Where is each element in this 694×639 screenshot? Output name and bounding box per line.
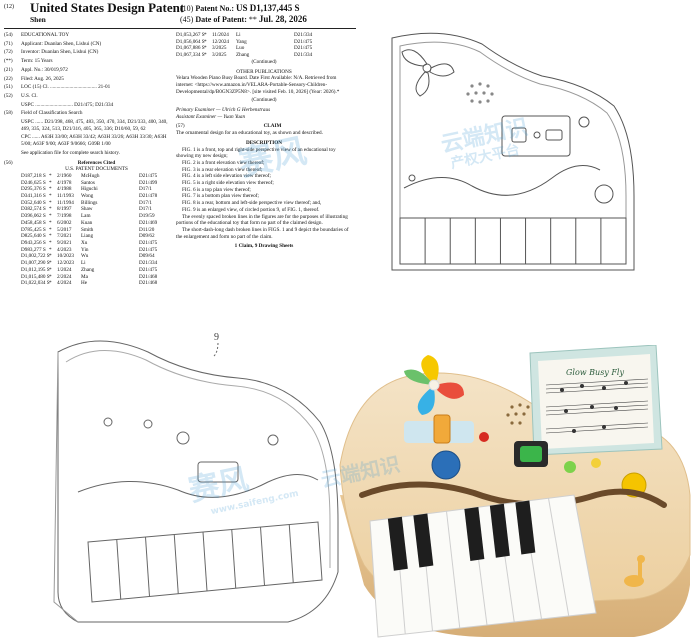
biblio-field: CPC ...... A63H 33/00; A63H 33/42; A63H … xyxy=(21,134,167,148)
description-item: FIG. 9 is an enlarged view, of circled p… xyxy=(182,206,320,213)
other-publications-heading: OTHER PUBLICATIONS xyxy=(236,68,292,75)
patent-front-page: (12) United States Design Patent Shen (1… xyxy=(0,0,360,305)
speaker-grille xyxy=(506,403,530,425)
refs-cited-section: (56) References Cited U.S. PATENT DOCUME… xyxy=(4,159,128,173)
description-item: FIG. 4 is a left side elevation view the… xyxy=(182,173,271,180)
green-button[interactable] xyxy=(520,446,542,462)
patent-title: United States Design Patent xyxy=(30,0,185,15)
black-key[interactable] xyxy=(387,516,408,571)
other-publications-text: Velara Wooden Piano Busy Board. Date Fir… xyxy=(176,75,340,95)
description-item: FIG. 7 is a bottom plan view thereof; xyxy=(182,193,259,200)
rear-perspective-drawing: 9 xyxy=(53,332,339,623)
figure-label: 9 xyxy=(214,332,219,343)
claim-heading: CLAIM xyxy=(263,123,282,130)
primary-examiner: Primary Examiner — Ulrich G Herbenstraus xyxy=(176,107,271,114)
biblio-field: (51)LOC (15) Cl. .......................… xyxy=(4,84,111,91)
product-photo: Glow Busy Fly xyxy=(339,345,691,638)
assistant-examiner: Assistant Examiner — Yuan Yuan xyxy=(176,113,246,120)
black-key[interactable] xyxy=(489,503,510,558)
header-rule xyxy=(4,28,356,29)
red-led-icon xyxy=(479,432,489,442)
description-item: FIG. 5 is a right side elevation view th… xyxy=(182,180,274,187)
biblio-field: (71)Applicant: Duanlan Shen, Lishui (CN) xyxy=(4,40,102,47)
description-item: FIG. 3 is a rear elevation view thereof; xyxy=(182,166,263,173)
patent-date: Jul. 28, 2026 xyxy=(258,14,307,24)
description-item: FIG. 1 is a front, top and right-side pe… xyxy=(176,146,336,160)
claims-count: 1 Claim, 9 Drawing Sheets xyxy=(234,243,294,250)
description-item: FIG. 2 is a front elevation view thereof… xyxy=(182,159,265,166)
biblio-field: (72)Inventor: Duanlan Shen, Lishui (CN) xyxy=(4,49,99,56)
biblio-field: (52)U.S. Cl. xyxy=(4,92,38,99)
patent-number: US D1,137,445 S xyxy=(235,3,300,13)
black-key[interactable] xyxy=(413,513,434,568)
slider-knob[interactable] xyxy=(433,414,451,444)
biblio-field: (22)Filed: Aug. 26, 2025 xyxy=(4,75,64,82)
sheet-title: Glow Busy Fly xyxy=(566,368,624,377)
piano-keyboard[interactable] xyxy=(369,494,597,638)
music-sheet-stand: Glow Busy Fly xyxy=(529,345,663,456)
biblio-field: (**)Term: 15 Years xyxy=(4,58,53,65)
description-item: The short-dash-long dash broken lines in… xyxy=(176,226,349,240)
propeller-icon[interactable] xyxy=(404,355,464,415)
description-item: The evenly spaced broken lines in the fi… xyxy=(176,213,348,227)
biblio-field: USPC ...... D21/398, 468, 475, 483, 350,… xyxy=(21,119,168,132)
description-item: FIG. 6 is a top plan view thereof; xyxy=(182,186,251,193)
biblio-field: USPC ............................. D21/4… xyxy=(21,101,114,108)
biblio-field: See application file for complete search… xyxy=(21,149,120,156)
green-led-icon xyxy=(564,461,576,473)
inventor-surname: Shen xyxy=(30,15,46,24)
doc-kind-code: (12) xyxy=(4,4,14,10)
biblio-field: (21)Appl. No.: 30/019,972 xyxy=(4,66,68,73)
giraffe-decoration-icon xyxy=(624,555,645,587)
front-elevation-drawing xyxy=(391,32,635,271)
blue-knob[interactable] xyxy=(431,450,461,480)
description-heading: DESCRIPTION xyxy=(245,139,283,146)
biblio-field: (54)EDUCATIONAL TOY xyxy=(4,32,70,38)
yellow-led-icon xyxy=(591,458,601,468)
patent-number-block: (10) Patent No.: US D1,137,445 S (45) Da… xyxy=(180,3,307,24)
black-key[interactable] xyxy=(515,500,536,555)
bibliographic-column: (54)EDUCATIONAL TOY (71)Applicant: Duanla… xyxy=(4,32,172,287)
claim-text: The ornamental design for an educational… xyxy=(176,130,323,137)
black-key[interactable] xyxy=(464,506,485,561)
description-item: FIG. 8 is a rear, bottom and left-side p… xyxy=(182,200,322,207)
biblio-field: (58)Field of Classification Search xyxy=(4,110,83,117)
